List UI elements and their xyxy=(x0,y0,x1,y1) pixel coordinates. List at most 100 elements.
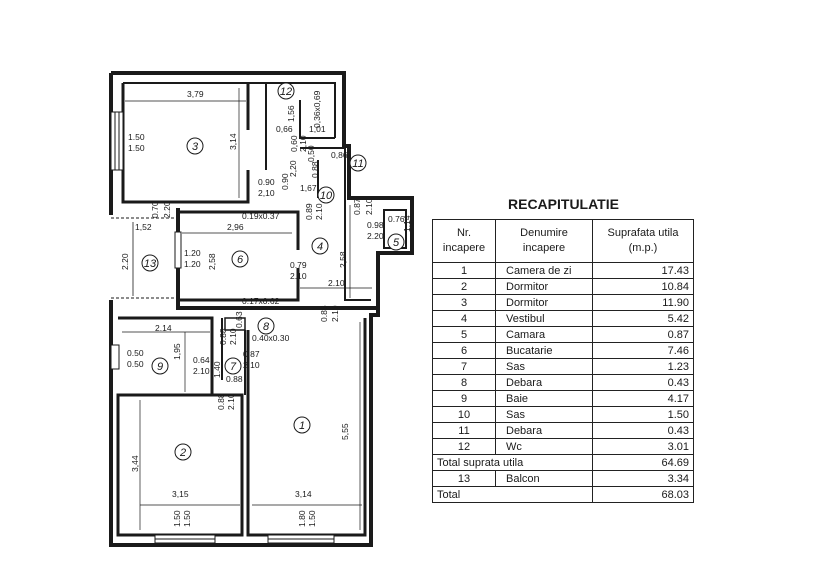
dim-label: 0.40x0.30 xyxy=(252,333,290,343)
dim-label: 2,10 xyxy=(258,188,275,198)
dim-label: 2.10 xyxy=(228,328,238,345)
dim-label: 0,60 xyxy=(289,135,299,152)
row-name: Camara xyxy=(495,326,593,343)
dim-label: 3,14 xyxy=(295,489,312,499)
room-number-4: 4 xyxy=(311,237,329,255)
dim-label: 1,56 xyxy=(286,105,296,122)
total-area: 68.03 xyxy=(592,486,694,503)
row-name: Debara xyxy=(495,374,593,391)
dim-label: 2.14 xyxy=(155,323,172,333)
row-nr: 2 xyxy=(432,278,496,295)
dim-label: 1,52 xyxy=(135,222,152,232)
dim-label: 1.50 xyxy=(128,143,145,153)
bedroom3-top-inner xyxy=(123,82,336,138)
dim-label: 3,79 xyxy=(187,89,204,99)
dim-label: 0.89 xyxy=(304,203,314,220)
dim-label: 0.88 xyxy=(226,374,243,384)
row-name: Bucatarie xyxy=(495,342,593,359)
room-number-12: 12 xyxy=(277,82,295,100)
room-number-text: 7 xyxy=(230,361,237,373)
row-area: 0.87 xyxy=(592,326,694,343)
kitchen-walls xyxy=(178,210,300,302)
row-nr: 10 xyxy=(432,406,496,423)
dim-label: 0.70 xyxy=(150,201,160,218)
dim-label: 2,10 xyxy=(298,135,308,152)
dim-label: 3,15 xyxy=(172,489,189,499)
window-baie xyxy=(110,344,120,370)
dim-label: 3,44 xyxy=(130,455,140,472)
row-name: Vestibul xyxy=(495,310,593,327)
total-utila-label: Total suprata utila xyxy=(432,454,593,471)
dim-label: 2.10 xyxy=(328,278,345,288)
dim-label: 0.76 xyxy=(388,214,405,224)
row-area: 3.01 xyxy=(592,438,694,455)
debara8 xyxy=(224,317,246,331)
dim-label: 1.50 xyxy=(307,510,317,527)
row-area: 10.84 xyxy=(592,278,694,295)
room-number-7: 7 xyxy=(224,357,242,375)
row-area: 1.50 xyxy=(592,406,694,423)
room-number-text: 11 xyxy=(352,158,363,170)
dim-label: 5,55 xyxy=(340,423,350,440)
total-utila-area: 64.69 xyxy=(592,454,694,471)
dim-label: 2,58 xyxy=(338,251,348,268)
header-nr: Nr. incapere xyxy=(432,219,496,263)
row-area: 4.17 xyxy=(592,390,694,407)
recap-header-row: Nr. incapere Denumire incapere Suprafata… xyxy=(432,219,694,263)
row-area: 0.43 xyxy=(592,374,694,391)
room-number-1: 1 xyxy=(293,416,311,434)
dim-label: 0,86 xyxy=(331,150,348,160)
dim-label: 0,36x0,69 xyxy=(312,90,322,128)
dim-label: 0.86 xyxy=(319,305,329,322)
dim-label: 2.20 xyxy=(367,231,384,241)
sas10-walls xyxy=(300,147,346,198)
row-nr: 9 xyxy=(432,390,496,407)
row-nr: 8 xyxy=(432,374,496,391)
dim-label: 0.64 xyxy=(193,355,210,365)
dimension-lines xyxy=(122,88,372,530)
room-number-5: 5 xyxy=(387,233,405,251)
row-nr: 11 xyxy=(432,422,496,439)
row-nr: 5 xyxy=(432,326,496,343)
dim-label: 1,01 xyxy=(309,124,326,134)
dim-label: 0.17x0.62 xyxy=(242,296,280,306)
dim-label: 0.19x0.37 xyxy=(242,211,280,221)
dim-label: 0.63 xyxy=(234,311,244,328)
room-number-text: 8 xyxy=(263,321,270,333)
dim-label: 2.10 xyxy=(364,198,374,215)
bedroom2-walls xyxy=(116,393,244,537)
total-utila-row: Total suprata utila 64.69 xyxy=(432,454,694,471)
dim-label: 2,96 xyxy=(227,222,244,232)
room-number-8: 8 xyxy=(257,317,275,335)
room-number-10: 10 xyxy=(317,186,335,204)
dim-label: 1.50 xyxy=(128,132,145,142)
room-number-13: 13 xyxy=(141,254,159,272)
balcon-row: 13 Balcon 3.34 xyxy=(432,470,694,487)
wc-walls xyxy=(265,83,335,170)
room-number-text: 3 xyxy=(192,141,199,153)
header-denumire: Denumire incapere xyxy=(495,219,593,263)
room-number-3: 3 xyxy=(186,137,204,155)
room-number-text: 1 xyxy=(299,420,305,432)
row-name: Sas xyxy=(495,358,593,375)
dim-label: 2.10 xyxy=(243,360,260,370)
dim-label: 2.10 xyxy=(314,203,324,220)
dim-label: 1,67 xyxy=(300,183,317,193)
room-number-text: 9 xyxy=(157,361,163,373)
balcon-area: 3.34 xyxy=(592,470,694,487)
dim-label: 0.90 xyxy=(258,177,275,187)
row-nr: 4 xyxy=(432,310,496,327)
row-area: 11.90 xyxy=(592,294,694,311)
row-area: 0.43 xyxy=(592,422,694,439)
dim-label: 2.10 xyxy=(193,366,210,376)
dim-label: 2,20 xyxy=(288,160,298,177)
dim-label: 0,50 xyxy=(306,145,316,162)
dim-label: 0.50 xyxy=(127,359,144,369)
